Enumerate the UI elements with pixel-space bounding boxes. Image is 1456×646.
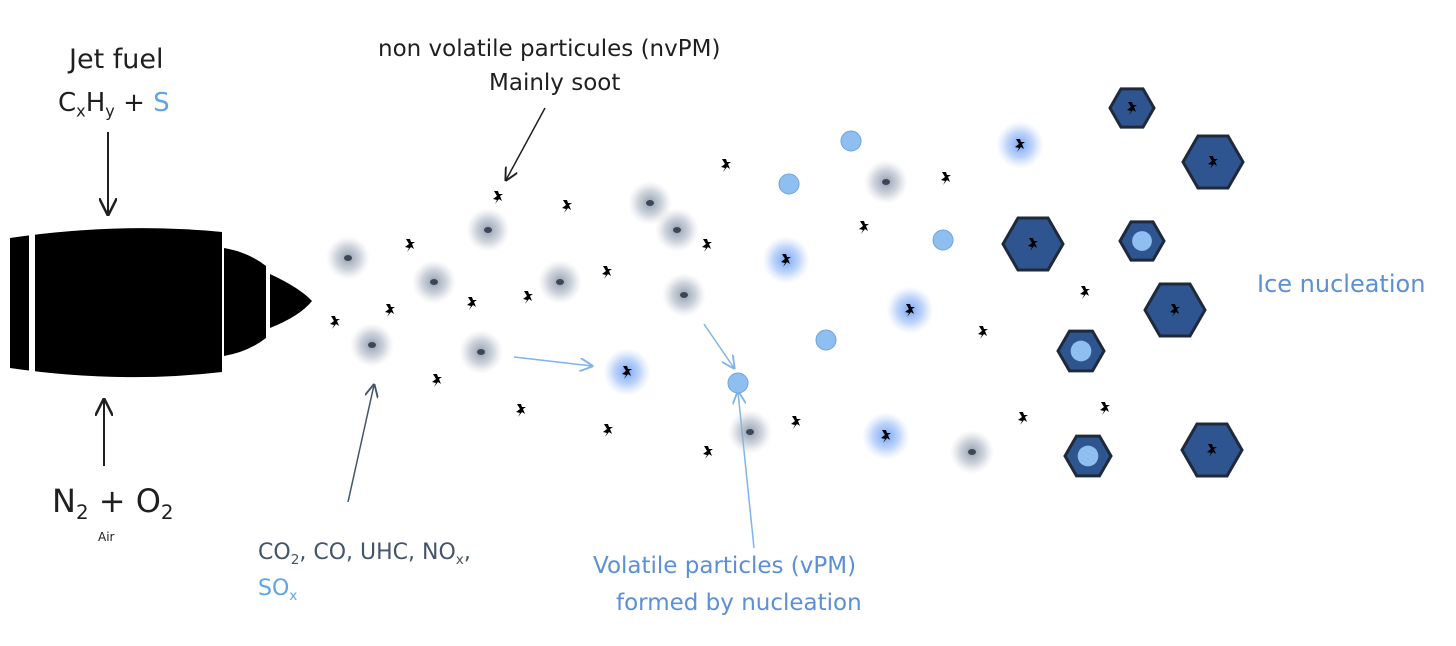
coated-soot-particle-icon	[950, 430, 994, 474]
gases-callout-arrow	[347, 385, 374, 503]
soot-particle-icon	[1018, 412, 1028, 425]
soot-particle-icon	[432, 374, 442, 387]
jet-engine-icon	[10, 228, 312, 380]
ice-crystal-icon	[1063, 434, 1113, 478]
particle-plume	[326, 87, 1245, 478]
oxygen-symbol: O	[135, 482, 161, 520]
soot-particle-icon	[562, 200, 572, 213]
soot-particle-icon	[330, 316, 340, 329]
soot-particle-icon	[516, 404, 526, 417]
vpm-droplet-icon	[727, 372, 749, 394]
nitrogen-subscript: 2	[75, 500, 89, 524]
sox-label: SOx	[258, 576, 298, 604]
gas-list: , CO, UHC, NO	[299, 540, 456, 565]
sox-subscript: x	[289, 587, 298, 604]
gas-list-comma: ,	[463, 540, 471, 565]
activated-particle-icon	[762, 236, 810, 284]
ice-crystal-icon	[1108, 87, 1156, 129]
coated-soot-particle-icon	[538, 260, 582, 304]
vpm-droplet-icon	[840, 130, 862, 152]
coated-soot-particle-icon	[412, 260, 456, 304]
coated-soot-particle-icon	[326, 236, 370, 280]
air-formula: N2 + O2	[52, 482, 174, 522]
coated-soot-particle-icon	[655, 208, 699, 252]
nox-subscript: x	[455, 551, 464, 568]
nitrogen-symbol: N	[52, 482, 76, 520]
vpm-droplet-icon	[815, 329, 837, 351]
soot-particle-icon	[405, 239, 415, 252]
activated-particle-icon	[862, 412, 910, 460]
soot-particle-icon	[467, 297, 477, 310]
activated-particle-icon	[886, 286, 934, 334]
ice-crystal-icon	[1143, 282, 1207, 338]
vpm-droplet-icon	[778, 173, 800, 195]
carbon-symbol: C	[58, 88, 77, 118]
coating-transition-arrow	[513, 356, 592, 366]
nucleation-arrow	[703, 323, 734, 368]
co2-symbol: CO	[258, 540, 291, 565]
coated-soot-particle-icon	[459, 330, 503, 374]
nvpm-callout-arrow	[506, 107, 546, 180]
soot-particle-icon	[721, 159, 731, 172]
soot-particle-icon	[385, 304, 395, 317]
coated-soot-particle-icon	[628, 181, 672, 225]
fuel-formula: CxHy + S	[58, 88, 170, 121]
soot-particle-icon	[602, 266, 612, 279]
soot-particle-icon	[941, 172, 951, 185]
coated-soot-particle-icon	[466, 208, 510, 252]
ice-crystal-icon	[1118, 220, 1166, 262]
exhaust-gases-label: CO2, CO, UHC, NOx,	[258, 540, 471, 568]
activated-particle-icon	[603, 348, 651, 396]
hydrogen-subscript: y	[105, 101, 115, 121]
coated-soot-particle-icon	[864, 160, 908, 204]
ice-crystal-icon	[1180, 422, 1244, 478]
ice-crystal-icon	[1056, 329, 1106, 373]
activated-particle-icon	[996, 121, 1044, 169]
sulfur-symbol: S	[153, 88, 170, 118]
sox-symbol: SO	[258, 576, 290, 601]
air-label: Air	[98, 530, 115, 544]
vpm-droplet-icon	[932, 229, 954, 251]
plus-sign: +	[88, 482, 136, 520]
soot-particle-icon	[1080, 286, 1090, 299]
soot-particle-icon	[603, 424, 613, 437]
nvpm-label-line2: Mainly soot	[489, 70, 621, 96]
oxygen-subscript: 2	[160, 500, 174, 524]
hydrogen-symbol: H	[85, 88, 106, 118]
soot-particle-icon	[859, 221, 869, 234]
co2-subscript: 2	[290, 551, 300, 568]
coated-soot-particle-icon	[662, 273, 706, 317]
nvpm-label-line1: non volatile particules (nvPM)	[378, 36, 721, 62]
carbon-subscript: x	[76, 101, 86, 121]
ice-crystal-icon	[1181, 134, 1245, 190]
soot-particle-icon	[703, 446, 713, 459]
plus-sign: +	[114, 88, 154, 118]
fuel-title: Jet fuel	[69, 44, 164, 75]
soot-particle-icon	[523, 291, 533, 304]
soot-particle-icon	[702, 239, 712, 252]
coated-soot-particle-icon	[728, 410, 772, 454]
soot-particle-icon	[493, 191, 503, 204]
vpm-label-line1: Volatile particles (vPM)	[593, 553, 857, 579]
coated-soot-particle-icon	[350, 323, 394, 367]
soot-particle-icon	[1100, 402, 1110, 415]
soot-particle-icon	[978, 326, 988, 339]
ice-nucleation-label: Ice nucleation	[1257, 270, 1426, 298]
ice-crystal-icon	[1001, 216, 1065, 272]
soot-particle-icon	[791, 416, 801, 429]
vpm-label-line2: formed by nucleation	[616, 590, 862, 616]
